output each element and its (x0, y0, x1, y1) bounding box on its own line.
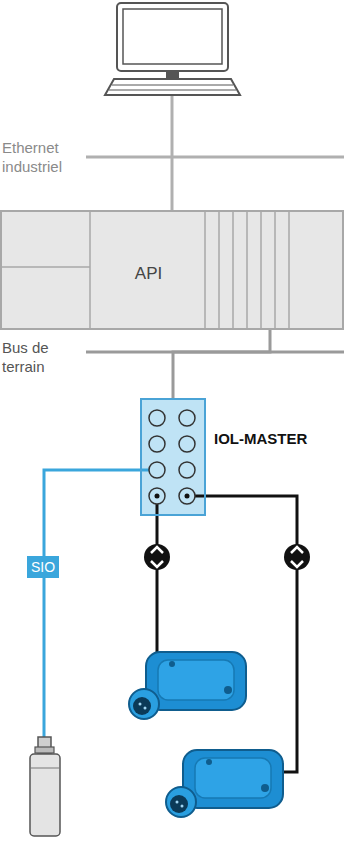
signal-label: SIO (27, 556, 59, 578)
node-heading: IOL-MASTER (214, 430, 307, 447)
node-title: API (92, 264, 205, 284)
plc-box: API (0, 210, 344, 330)
binary-sensor (30, 737, 60, 836)
network-label: Ethernet industriel (2, 138, 72, 176)
io-link-wire (157, 496, 297, 772)
io-link-sensor (129, 652, 246, 719)
rack-sections (2, 212, 342, 328)
bus-label: Bus de terrain (2, 338, 72, 376)
ethernet-line (86, 96, 344, 210)
io-link-master: IOL-MASTER (140, 398, 206, 516)
io-link-sensor (166, 750, 283, 817)
computer-icon (105, 3, 240, 95)
bus-connector (173, 330, 270, 398)
io-link-symbol (144, 544, 310, 570)
port-array (142, 400, 204, 514)
sio-wire (44, 470, 141, 737)
